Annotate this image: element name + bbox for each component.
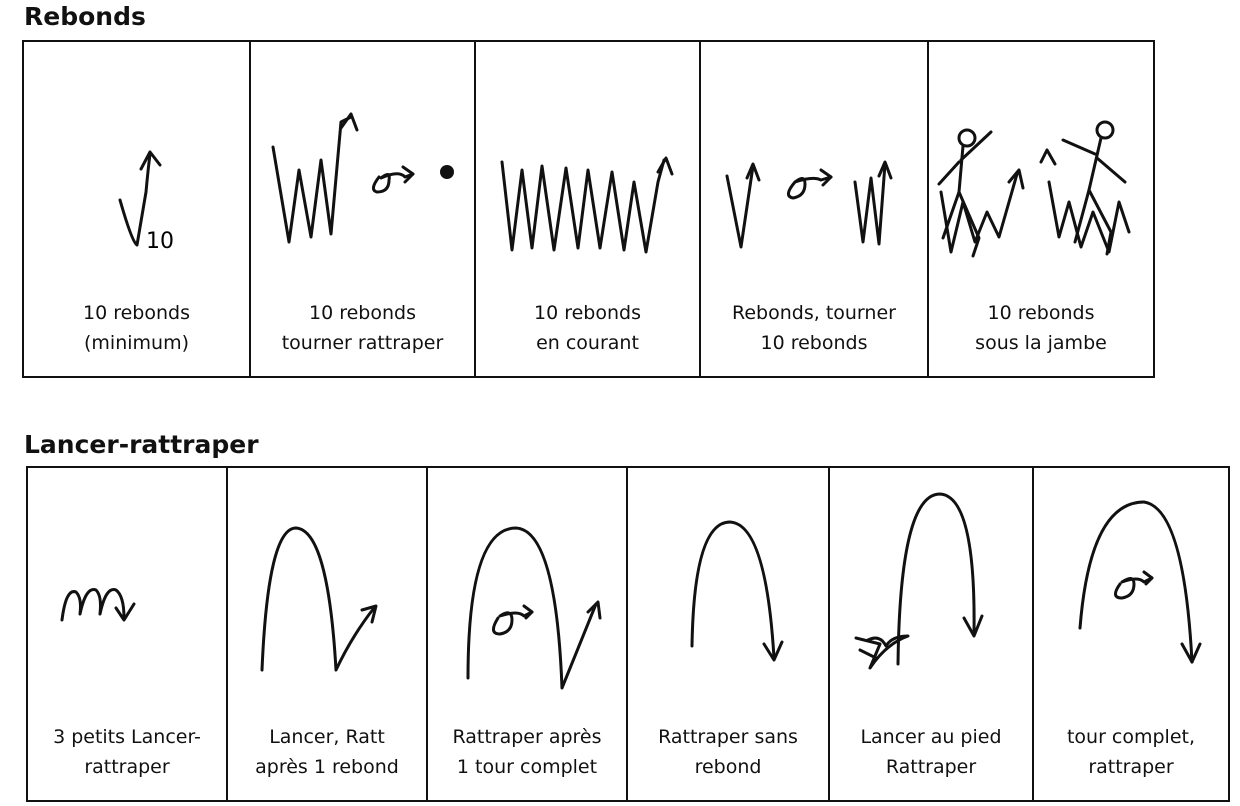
rebonds-cell-2: 10 rebonds tourner rattraper (251, 42, 476, 376)
lancer-cell-4: Rattraper sans rebond (628, 468, 830, 800)
caption-line-1: Rattraper après (452, 726, 602, 748)
caption-line-1: 10 rebonds (83, 302, 190, 324)
caption: Rattraper sans rebond (628, 722, 828, 782)
lancer-cell-6: tour complet, rattraper (1034, 468, 1228, 800)
section-title-lancer-rattraper: Lancer-rattraper (24, 430, 259, 459)
caption-line-1: 10 rebonds (534, 302, 641, 324)
caption: 10 rebonds sous la jambe (929, 298, 1153, 358)
single-bounce-icon: 10 (118, 150, 174, 254)
caption-line-1: 10 rebonds (309, 302, 416, 324)
caption: tour complet, rattraper (1034, 722, 1228, 782)
caption-line-2: (minimum) (84, 332, 189, 354)
caption-line-1: Lancer, Ratt (269, 726, 385, 748)
rebonds-cell-4: Rebonds, tourner 10 rebonds (701, 42, 929, 376)
bounce-count-label: 10 (146, 229, 174, 254)
caption: Rattraper après 1 tour complet (428, 722, 626, 782)
small-throws-icon (60, 588, 136, 622)
caption-line-2: rattraper (1088, 756, 1174, 778)
caption: Lancer, Ratt après 1 rebond (228, 722, 426, 782)
ball-icon (440, 165, 454, 179)
lancer-cell-3: Rattraper après 1 tour complet (428, 468, 628, 800)
caption-line-1: Rebonds, tourner (732, 302, 896, 324)
caption-line-2: tourner rattraper (281, 332, 444, 354)
lancer-cell-5: Lancer au pied Rattraper (830, 468, 1034, 800)
section-title-rebonds: Rebonds (24, 2, 146, 31)
rebonds-cell-5: 10 rebonds sous la jambe (929, 42, 1153, 376)
caption: 10 rebonds tourner rattraper (251, 298, 474, 358)
full-turn-catch-icon (1078, 500, 1202, 664)
caption-line-2: Rattraper (885, 756, 977, 778)
caption-line-2: en courant (536, 332, 639, 354)
running-bounce-icon (500, 156, 674, 254)
bounce-turn-bounce-icon (725, 160, 893, 249)
rebonds-cell-1: 10 10 rebonds (minimum) (24, 42, 251, 376)
caption-line-2: rebond (694, 756, 762, 778)
lancer-rattraper-row: 3 petits Lancer- rattraper Lancer, Ratt … (26, 466, 1230, 802)
caption-line-1: 10 rebonds (987, 302, 1095, 324)
caption-line-1: tour complet, (1066, 726, 1196, 748)
caption: Lancer au pied Rattraper (830, 722, 1032, 782)
lancer-cell-1: 3 petits Lancer- rattraper (28, 468, 228, 800)
throw-turn-catch-icon (466, 526, 602, 690)
caption-line-2: après 1 rebond (255, 756, 399, 778)
caption-line-2: 1 tour complet (456, 756, 598, 778)
caption: 10 rebonds en courant (476, 298, 699, 358)
caption: 10 rebonds (minimum) (24, 298, 249, 358)
lancer-cell-2: Lancer, Ratt après 1 rebond (228, 468, 428, 800)
caption-line-2: 10 rebonds (760, 332, 868, 354)
caption: 3 petits Lancer- rattraper (28, 722, 226, 782)
caption-line-1: Rattraper sans (658, 726, 798, 748)
caption-line-2: sous la jambe (975, 332, 1107, 354)
bounce-under-leg-icon (937, 120, 1131, 258)
caption-line-2: rattraper (84, 756, 170, 778)
rebonds-cell-3: 10 rebonds en courant (476, 42, 701, 376)
throw-catch-no-bounce-icon (690, 520, 784, 662)
foot-throw-catch-icon (854, 492, 984, 670)
throw-bounce-catch-icon (260, 526, 378, 672)
caption-line-1: 3 petits Lancer- (53, 726, 201, 748)
rebonds-row: 10 10 rebonds (minimum) 10 rebonds tourn… (22, 40, 1155, 378)
caption-line-1: Lancer au pied (860, 726, 1002, 748)
caption: Rebonds, tourner 10 rebonds (701, 298, 927, 358)
bounce-turn-catch-icon (271, 112, 454, 244)
